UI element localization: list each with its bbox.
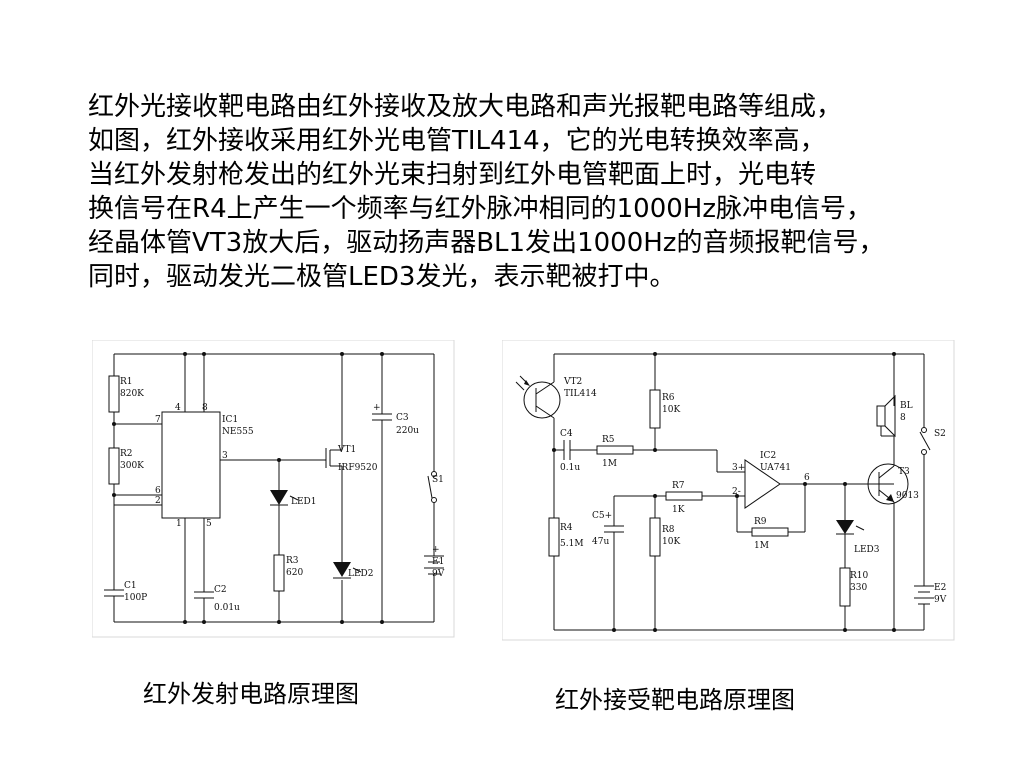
- intro-line: 同时，驱动发光二极管LED3发光，表示靶被打中。: [88, 262, 676, 292]
- bl-label: BL: [900, 401, 913, 411]
- pin3-label: 3+: [732, 463, 745, 473]
- intro-line: 当红外发射枪发出的红外光束扫射到红外电管靶面上时，光电转: [88, 160, 817, 190]
- pin7-label: 7: [155, 415, 161, 425]
- pin5-label: 5: [206, 519, 212, 529]
- transmitter-schematic-svg: R1 820K R2 300K C1 100P 7 4 8 3 6 2 1 5 …: [92, 340, 455, 638]
- pin3-label: 3: [222, 451, 228, 461]
- c1-label: C1: [124, 581, 137, 591]
- r7-value: 1K: [672, 505, 685, 515]
- r4-value: 5.1M: [560, 539, 584, 549]
- c3-label: C3: [396, 413, 409, 423]
- vt2-label: VT2: [563, 377, 582, 387]
- e1-plus: +: [432, 545, 440, 555]
- e2-label: E2: [934, 583, 946, 593]
- r8-label: R8: [662, 525, 675, 535]
- c2-value: 0.01u: [214, 603, 240, 613]
- vt3-emitter-arrow-icon: [886, 494, 894, 502]
- r1-label: R1: [120, 377, 133, 387]
- vt2-value: TIL414: [564, 389, 597, 399]
- r5-label: R5: [602, 435, 615, 445]
- led3-label: LED3: [854, 545, 880, 555]
- led3-diode-icon: [836, 520, 865, 535]
- pin8-label: 8: [202, 403, 208, 413]
- c4-value: 0.1u: [560, 463, 580, 473]
- c4-label: C4: [560, 429, 573, 439]
- receiver-schematic-svg: VT2 TIL414 C4 0.1u R5 1M R6 10K IC2 UA74…: [502, 340, 955, 641]
- vt3-label: T3: [898, 467, 910, 477]
- r8-value: 10K: [662, 537, 680, 547]
- bl-value: 8: [900, 413, 906, 423]
- r10-label: R10: [850, 571, 869, 581]
- vt3-value: 9013: [896, 491, 919, 501]
- ic1-label: IC1: [222, 415, 238, 425]
- r9-value: 1M: [754, 541, 769, 551]
- r3-label: R3: [286, 556, 299, 566]
- intro-line: 换信号在R4上产生一个频率与红外脉冲相同的1000Hz脉冲电信号，: [88, 194, 872, 224]
- vt1-label: VT1: [337, 445, 356, 455]
- receiver-caption: 红外接受靶电路原理图: [555, 686, 795, 714]
- s1-label: S1: [432, 475, 444, 485]
- pin6-label: 6: [804, 473, 810, 483]
- led1-label: LED1: [291, 497, 317, 507]
- r2-value: 300K: [120, 461, 144, 471]
- ic2-label: IC2: [760, 451, 776, 461]
- r3-value: 620: [286, 568, 303, 578]
- r7-label: R7: [672, 481, 685, 491]
- r1-value: 820K: [120, 389, 144, 399]
- led1-diode-icon: [270, 490, 299, 506]
- intro-line: 红外光接收靶电路由红外接收及放大电路和声光报靶电路等组成，: [88, 92, 843, 122]
- r9-label: R9: [754, 517, 767, 527]
- vt1-value: IRF9520: [338, 463, 378, 473]
- vt2-light-arrow-icon: [524, 380, 530, 386]
- r4-label: R4: [560, 523, 573, 533]
- c5-value: 47u: [592, 537, 609, 547]
- r5-value: 1M: [602, 459, 617, 469]
- ic2-value: UA741: [760, 463, 791, 473]
- r10-value: 330: [850, 583, 867, 593]
- pin2-label: 2-: [732, 487, 741, 497]
- s2-label: S2: [934, 429, 946, 439]
- transmitter-schematic: R1 820K R2 300K C1 100P 7 4 8 3 6 2 1 5 …: [92, 340, 457, 640]
- r6-label: R6: [662, 393, 675, 403]
- r6-value: 10K: [662, 405, 680, 415]
- intro-paragraph: 红外光接收靶电路由红外接收及放大电路和声光报靶电路等组成， 如图，红外接收采用红…: [88, 90, 948, 294]
- e1-label: E1: [432, 557, 444, 567]
- ic1-value: NE555: [222, 427, 254, 437]
- transmitter-caption: 红外发射电路原理图: [143, 680, 359, 708]
- e1-value: 9V: [432, 569, 445, 579]
- e2-value: 9V: [934, 595, 947, 605]
- pin6-label: 6: [155, 486, 161, 496]
- c5-label: C5+: [592, 511, 612, 521]
- led2-label: LED2: [348, 569, 374, 579]
- pin2-label: 2: [155, 496, 161, 506]
- pin4-label: 4: [175, 403, 181, 413]
- c3-value: 220u: [396, 426, 419, 436]
- r2-label: R2: [120, 449, 133, 459]
- intro-line: 如图，红外接收采用红外光电管TIL414，它的光电转换效率高，: [88, 126, 826, 156]
- c1-value: 100P: [124, 593, 147, 603]
- intro-line: 经晶体管VT3放大后，驱动扬声器BL1发出1000Hz的音频报靶信号，: [88, 228, 885, 258]
- pin1-label: 1: [176, 519, 182, 529]
- c2-label: C2: [214, 585, 227, 595]
- led2-diode-icon: [333, 558, 362, 579]
- receiver-schematic: VT2 TIL414 C4 0.1u R5 1M R6 10K IC2 UA74…: [502, 340, 957, 642]
- c3-plus: +: [373, 403, 381, 413]
